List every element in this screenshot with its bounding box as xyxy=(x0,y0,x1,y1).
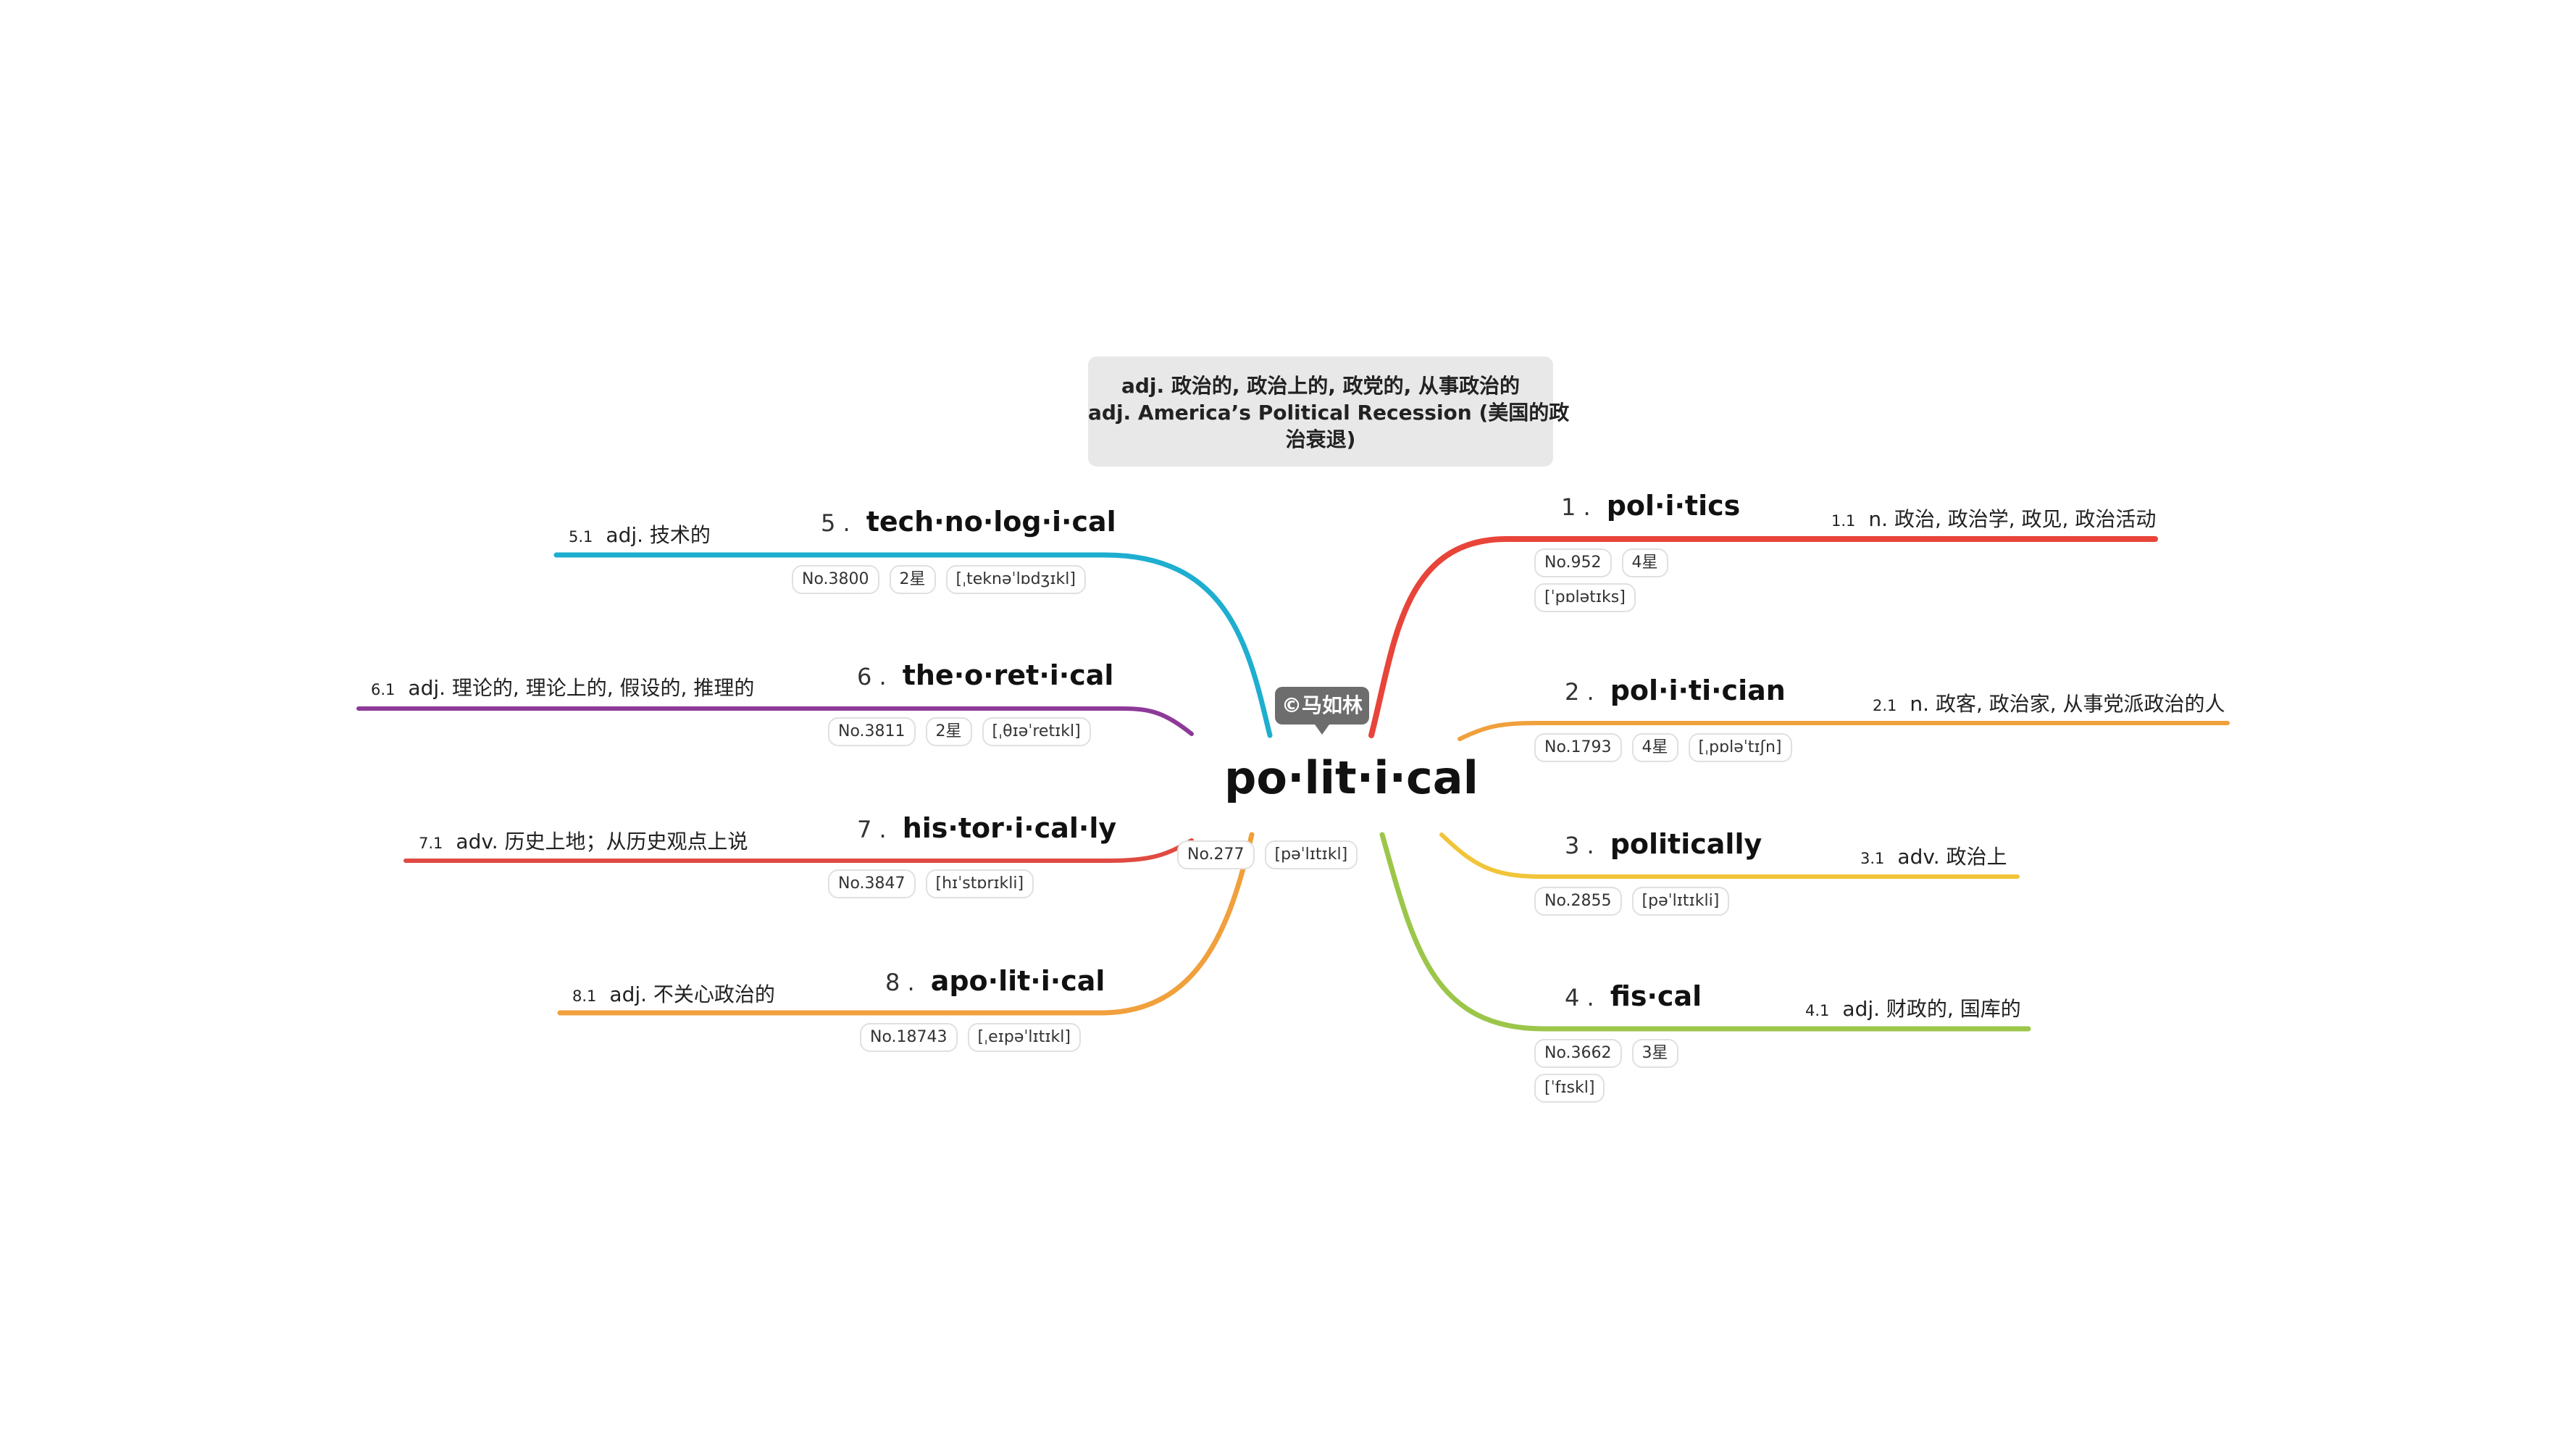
branch-word-4[interactable]: 4 . fis·cal xyxy=(1565,980,1702,1014)
rank-tag: No.277 xyxy=(1177,840,1255,869)
stars-tag: 2星 xyxy=(925,717,972,746)
rank-tag: No.18743 xyxy=(860,1023,958,1052)
definition-2: 2.1 n. 政客, 政治家, 从事党派政治的人 xyxy=(1873,692,2225,718)
rank-tag: No.3662 xyxy=(1534,1039,1622,1068)
definition-text: n. 政客, 政治家, 从事党派政治的人 xyxy=(1910,692,2225,716)
tags-4: No.3662 3星 [ˈfɪskl] xyxy=(1534,1039,1701,1103)
definition-text: adj. 技术的 xyxy=(606,523,711,547)
definition-index: 6.1 xyxy=(371,681,396,698)
central-word[interactable]: po·lit·i·cal xyxy=(1224,751,1479,804)
stars-tag: 4星 xyxy=(1631,733,1678,762)
tags-6: No.3811 2星 [ˌθɪəˈretɪkl] xyxy=(828,717,1205,746)
definition-index: 3.1 xyxy=(1860,850,1885,867)
note-line-3: 治衰退) xyxy=(1285,427,1356,451)
note-line-2: adj. America’s Political Recession (美国的政 xyxy=(1088,401,1570,425)
phonetic-tag: [hɪˈstɒrɪkli] xyxy=(925,869,1034,898)
branch-word-5[interactable]: 5 . tech·no·log·i·cal xyxy=(821,505,1116,540)
copyright-label: ©马如林 xyxy=(1275,687,1369,735)
rank-tag: No.3811 xyxy=(828,717,916,746)
word-label: politically xyxy=(1610,828,1762,860)
word-label: the·o·ret·i·cal xyxy=(902,659,1114,691)
definition-index: 8.1 xyxy=(572,987,597,1005)
branch-number: 6 . xyxy=(857,663,887,690)
word-label: pol·i·tics xyxy=(1606,490,1741,522)
stars-tag: 2星 xyxy=(889,565,936,594)
phonetic-tag: [pəˈlɪtɪkli] xyxy=(1631,887,1730,916)
phonetic-tag: [ˈpɒlətɪks] xyxy=(1534,583,1636,612)
phonetic-tag: [pəˈlɪtɪkl] xyxy=(1264,840,1358,869)
branch-number: 1 . xyxy=(1561,493,1591,521)
branch-line-1 xyxy=(1368,536,2158,738)
phonetic-tag: [ˌθɪəˈretɪkl] xyxy=(982,717,1091,746)
definition-index: 7.1 xyxy=(419,835,443,852)
definition-text: adj. 财政的, 国库的 xyxy=(1842,997,2021,1021)
tags-8: No.18743 [ˌeɪpəˈlɪtɪkl] xyxy=(860,1023,1164,1052)
definition-6: 6.1 adj. 理论的, 理论上的, 假设的, 推理的 xyxy=(371,676,754,702)
note-line-1: adj. 政治的, 政治上的, 政党的, 从事政治的 xyxy=(1121,374,1521,398)
branch-number: 5 . xyxy=(821,509,850,537)
branch-number: 2 . xyxy=(1565,678,1594,706)
definition-4: 4.1 adj. 财政的, 国库的 xyxy=(1805,997,2021,1023)
phonetic-tag: [ˈfɪskl] xyxy=(1534,1074,1605,1103)
branch-line-6 xyxy=(356,706,1194,736)
rank-tag: No.2855 xyxy=(1534,887,1622,916)
definition-text: n. 政治, 政治学, 政见, 政治活动 xyxy=(1868,507,2157,531)
branch-line-5 xyxy=(553,552,1273,738)
definition-5: 5.1 adj. 技术的 xyxy=(569,523,711,549)
rank-tag: No.1793 xyxy=(1534,733,1622,762)
branch-line-3 xyxy=(1439,832,2020,879)
definition-3: 3.1 adv. 政治上 xyxy=(1860,845,2007,871)
branch-number: 3 . xyxy=(1565,832,1594,859)
rank-tag: No.3800 xyxy=(792,565,879,594)
word-label: fis·cal xyxy=(1610,980,1702,1012)
rank-tag: No.952 xyxy=(1534,548,1612,577)
definition-1: 1.1 n. 政治, 政治学, 政见, 政治活动 xyxy=(1831,507,2156,533)
definition-text: adj. 不关心政治的 xyxy=(609,982,775,1006)
summary-note: adj. 政治的, 政治上的, 政党的, 从事政治的 adj. America’… xyxy=(1088,356,1570,467)
definition-8: 8.1 adj. 不关心政治的 xyxy=(572,982,775,1009)
phonetic-tag: [ˌeɪpəˈlɪtɪkl] xyxy=(967,1023,1081,1052)
word-label: apo·lit·i·cal xyxy=(930,965,1105,997)
branch-number: 4 . xyxy=(1565,984,1594,1011)
definition-text: adv. 历史上地；从历史观点上说 xyxy=(456,830,748,853)
definition-index: 1.1 xyxy=(1831,512,1856,530)
branch-line-2 xyxy=(1458,721,2230,741)
branch-word-7[interactable]: 7 . his·tor·i·cal·ly xyxy=(857,811,1116,846)
word-label: tech·no·log·i·cal xyxy=(866,506,1116,538)
tags-7: No.3847 [hɪˈstɒrɪkli] xyxy=(828,869,1132,898)
definition-index: 4.1 xyxy=(1805,1002,1830,1019)
definition-7: 7.1 adv. 历史上地；从历史观点上说 xyxy=(419,830,748,856)
stars-tag: 4星 xyxy=(1621,548,1668,577)
tags-3: No.2855 [pəˈlɪtɪkli] xyxy=(1534,887,1824,916)
definition-text: adv. 政治上 xyxy=(1897,845,2007,869)
branch-word-3[interactable]: 3 . politically xyxy=(1565,827,1762,862)
definition-index: 5.1 xyxy=(569,528,593,546)
branch-number: 7 . xyxy=(857,816,887,843)
central-tags: No.277 [pəˈlɪtɪkl] xyxy=(1177,840,1358,869)
branch-word-1[interactable]: 1 . pol·i·tics xyxy=(1561,489,1740,524)
branch-line-8 xyxy=(557,832,1255,1016)
rank-tag: No.3847 xyxy=(828,869,916,898)
branch-line-4 xyxy=(1379,832,2031,1032)
phonetic-tag: [ˌpɒləˈtɪʃn] xyxy=(1688,733,1792,762)
definition-index: 2.1 xyxy=(1873,697,1897,714)
word-label: his·tor·i·cal·ly xyxy=(902,812,1117,844)
tags-1: No.952 4星 [ˈpɒlətɪks] xyxy=(1534,548,1701,612)
word-label: pol·i·ti·cian xyxy=(1610,675,1786,706)
branch-number: 8 . xyxy=(885,969,915,996)
branch-word-2[interactable]: 2 . pol·i·ti·cian xyxy=(1565,674,1786,709)
branch-word-6[interactable]: 6 . the·o·ret·i·cal xyxy=(857,659,1113,693)
definition-text: adj. 理论的, 理论上的, 假设的, 推理的 xyxy=(408,676,755,700)
tags-5: No.3800 2星 [ˌteknəˈlɒdʒɪkl] xyxy=(792,565,1168,594)
tags-2: No.1793 4星 [ˌpɒləˈtɪʃn] xyxy=(1534,733,1940,762)
branch-word-8[interactable]: 8 . apo·lit·i·cal xyxy=(885,964,1105,999)
stars-tag: 3星 xyxy=(1631,1039,1678,1068)
phonetic-tag: [ˌteknəˈlɒdʒɪkl] xyxy=(945,565,1086,594)
